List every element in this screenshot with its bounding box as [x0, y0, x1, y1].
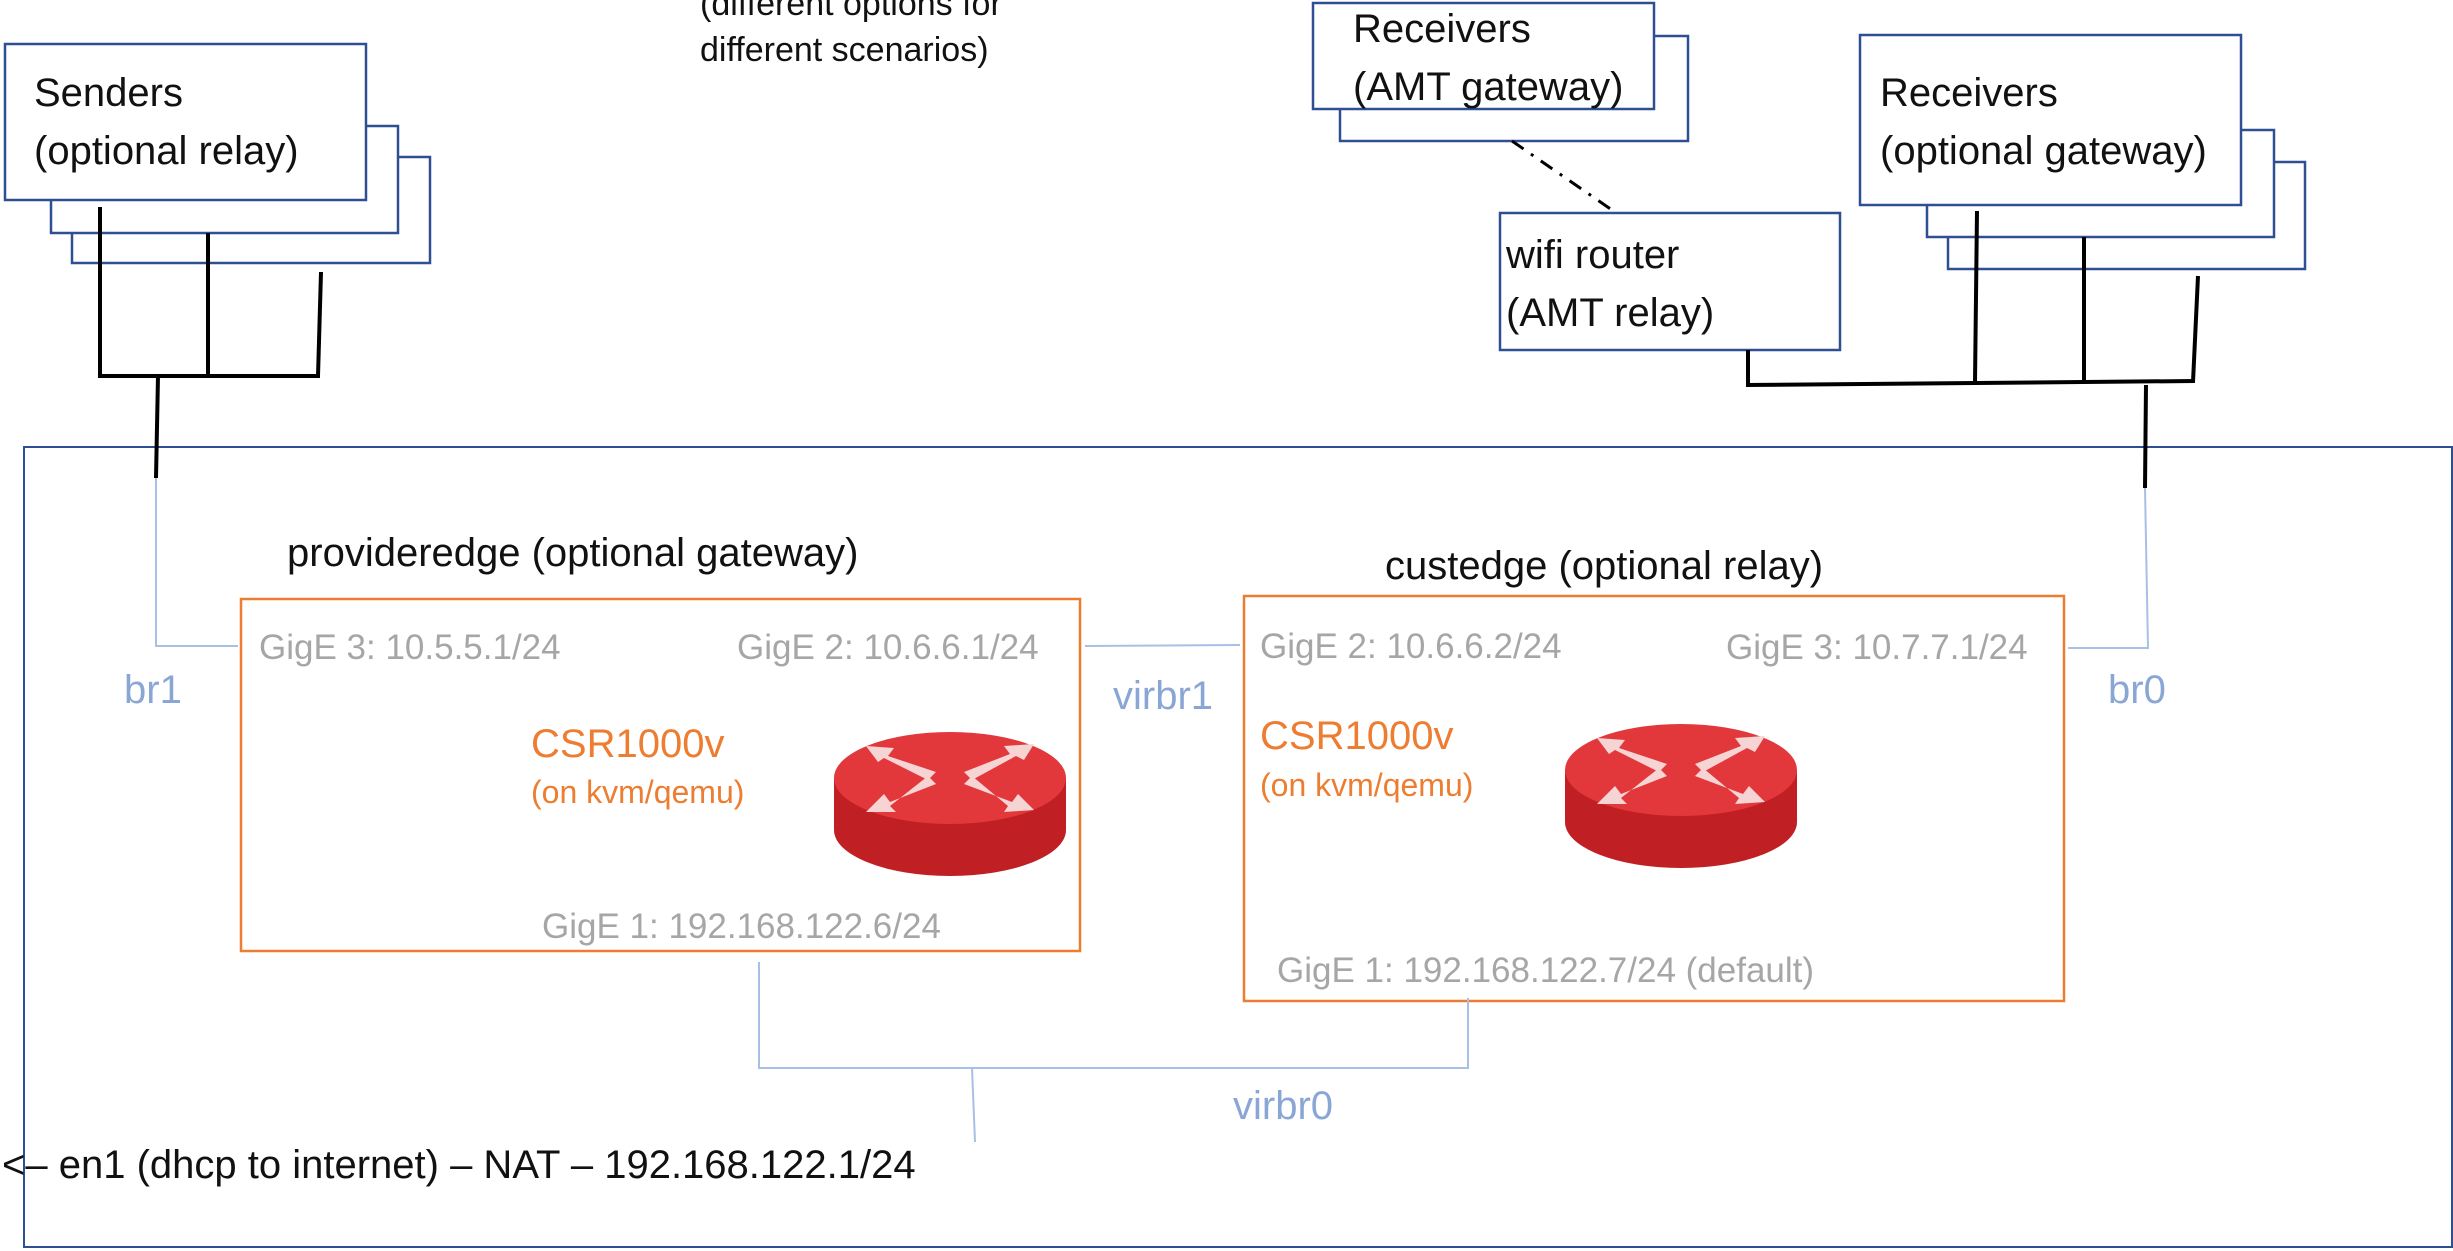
receivers-gw-stack [1858, 33, 2307, 271]
custedge-model: CSR1000v [1260, 714, 1454, 758]
provideredge-box [239, 597, 1082, 953]
note-line-2: different scenarios) [700, 30, 989, 69]
note-line-1: (different options for [700, 0, 1002, 23]
router-icon [1565, 724, 1797, 868]
virbr1-link [1084, 644, 1241, 647]
amt-tunnel-link [1511, 139, 1613, 212]
br0-link [2068, 487, 2150, 649]
receivers-amt-stack [1311, 1, 1690, 143]
receivers-gw-line-1: Receivers [1880, 71, 2058, 115]
bridge-br0-label: br0 [2108, 668, 2166, 712]
provideredge-platform: (on kvm/qemu) [531, 774, 745, 810]
receivers-amt-line-2: (AMT gateway) [1353, 65, 1624, 109]
custedge-title: custedge (optional relay) [1385, 544, 1824, 588]
wifi-router-line-1: wifi router [1506, 233, 1680, 277]
provideredge-gige3: GigE 3: 10.5.5.1/24 [259, 628, 561, 667]
custedge-gige3: GigE 3: 10.7.7.1/24 [1726, 628, 2028, 667]
senders-line-2: (optional relay) [34, 129, 299, 173]
provideredge-gige2: GigE 2: 10.6.6.1/24 [737, 628, 1039, 667]
provideredge-title: provideredge (optional gateway) [287, 531, 859, 575]
custedge-gige2: GigE 2: 10.6.6.2/24 [1260, 627, 1562, 666]
wifi-router-box [1498, 211, 1842, 352]
bridge-links [155, 478, 2150, 1143]
receivers-amt-line-1: Receivers [1353, 7, 1531, 51]
scenario-note: (different options for different scenari… [700, 0, 1002, 74]
receivers-gw-line-2: (optional gateway) [1880, 129, 2207, 173]
senders-stack [3, 42, 432, 265]
host-machine-box [23, 446, 2453, 1248]
wifi-router-line-2: (AMT relay) [1506, 291, 1715, 335]
provideredge-gige1: GigE 1: 192.168.122.6/24 [542, 907, 941, 946]
provideredge-model: CSR1000v [531, 722, 725, 766]
custedge-gige1: GigE 1: 192.168.122.7/24 (default) [1277, 951, 1815, 990]
senders-line-1: Senders [34, 71, 183, 115]
router-icon [834, 732, 1066, 876]
receivers-amt-label: Receivers (AMT gateway) [1353, 0, 1623, 116]
senders-label: Senders (optional relay) [34, 64, 299, 180]
receivers-link-tree [1745, 210, 2200, 489]
senders-link-tree [98, 207, 323, 479]
custedge-platform: (on kvm/qemu) [1260, 767, 1474, 803]
bridge-virbr1-label: virbr1 [1113, 674, 1214, 718]
wifi-router-label: wifi router (AMT relay) [1506, 226, 1714, 342]
uplink-label: <– en1 (dhcp to internet) – NAT – 192.16… [2, 1143, 916, 1187]
virbr0-nat-link [971, 1067, 976, 1143]
receivers-gw-label: Receivers (optional gateway) [1880, 64, 2207, 180]
virbr0-link [758, 962, 1469, 1069]
br1-link [155, 478, 238, 647]
bridge-virbr0-label: virbr0 [1233, 1084, 1334, 1128]
custedge-box [1242, 594, 2066, 1003]
bridge-br1-label: br1 [124, 668, 182, 712]
